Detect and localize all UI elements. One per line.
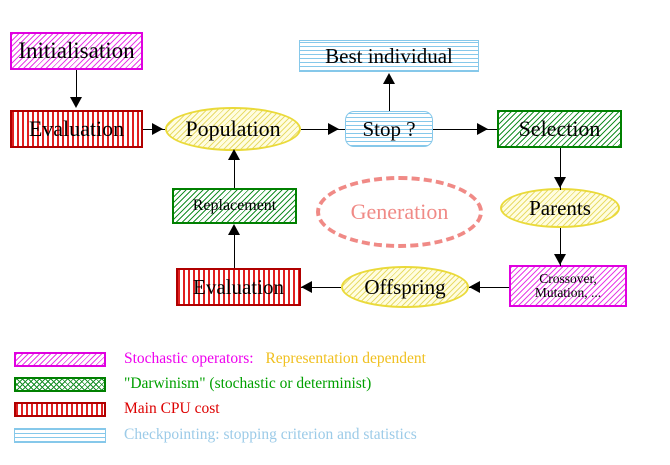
arrowhead-replacement-to-population xyxy=(228,149,240,160)
node-offspring[interactable]: Offspring xyxy=(341,266,469,308)
edge-offspring-to-evaluation xyxy=(301,287,341,288)
node-evaluation-bottom-label: Evaluation xyxy=(193,274,284,299)
arrowhead-parents-to-crossover xyxy=(554,254,566,265)
node-crossover-label-line2: Mutation, ... xyxy=(534,285,602,300)
legend-swatch-magenta-diagonal xyxy=(14,351,106,367)
edge-selection-to-parents xyxy=(560,148,561,190)
arrowhead-evaluation-to-population xyxy=(152,123,163,135)
edge-population-to-stop xyxy=(301,129,345,130)
node-offspring-label: Offspring xyxy=(364,274,446,299)
arrowhead-population-to-stop xyxy=(328,123,339,135)
edge-replacement-to-population xyxy=(234,151,235,188)
node-evaluation-bottom[interactable]: Evaluation xyxy=(176,268,301,306)
arrowhead-crossover-to-offspring xyxy=(469,281,480,293)
arrowhead-selection-to-parents xyxy=(554,177,566,188)
edge-initialisation-to-evaluation xyxy=(76,70,77,100)
node-population-label: Population xyxy=(185,116,281,142)
arrowhead-evaluation-to-replacement xyxy=(228,224,240,235)
arrowhead-stop-to-selection xyxy=(477,123,488,135)
legend-label-stochastic-operators-b: Representation dependent xyxy=(265,350,426,367)
node-stop-label: Stop ? xyxy=(362,116,416,141)
node-selection[interactable]: Selection xyxy=(497,110,622,148)
edge-crossover-to-offspring xyxy=(469,287,509,288)
node-population[interactable]: Population xyxy=(165,107,301,151)
legend-label-stochastic-operators: Stochastic operators: Representation dep… xyxy=(124,350,426,368)
edge-stop-to-best-individual xyxy=(389,75,390,111)
arrowhead-initialisation-to-evaluation xyxy=(70,97,82,108)
node-parents-label: Parents xyxy=(529,195,591,220)
legend-label-main-cpu-cost: Main CPU cost xyxy=(124,400,220,417)
node-replacement[interactable]: Replacement xyxy=(172,188,297,224)
legend-row-stochastic-operators: Stochastic operators: Representation dep… xyxy=(14,350,426,368)
edge-stop-to-selection xyxy=(433,129,497,130)
legend-row-checkpointing: Checkpointing: stopping criterion and st… xyxy=(14,426,417,444)
node-best-individual[interactable]: Best individual xyxy=(299,40,479,72)
node-initialisation[interactable]: Initialisation xyxy=(10,32,143,70)
legend-label-stochastic-operators-a: Stochastic operators: xyxy=(124,350,254,367)
node-selection-label: Selection xyxy=(518,116,601,142)
legend-label-checkpointing: Checkpointing: stopping criterion and st… xyxy=(124,426,417,443)
arrowhead-stop-to-best-individual xyxy=(383,73,395,84)
node-evaluation-top-label: Evaluation xyxy=(28,116,125,142)
legend-swatch-red-vertical xyxy=(14,401,106,417)
legend-label-darwinism: "Darwinism" (stochastic or determinist) xyxy=(124,375,372,392)
legend-swatch-blue-horizontal xyxy=(14,427,106,443)
node-parents[interactable]: Parents xyxy=(500,188,620,228)
legend-swatch-green-crosshatch xyxy=(14,376,106,392)
node-evaluation-top[interactable]: Evaluation xyxy=(10,110,143,148)
arrowhead-offspring-to-evaluation xyxy=(301,281,312,293)
node-best-individual-label: Best individual xyxy=(325,43,453,68)
node-replacement-label: Replacement xyxy=(192,196,277,214)
edge-evaluation-to-replacement xyxy=(234,226,235,268)
node-generation-label: Generation xyxy=(350,199,449,224)
edge-parents-to-crossover xyxy=(560,228,561,266)
node-crossover-label-line1: Crossover, xyxy=(539,270,597,286)
node-generation: Generation xyxy=(316,176,483,248)
legend-row-darwinism: "Darwinism" (stochastic or determinist) xyxy=(14,375,371,393)
legend-row-main-cpu-cost: Main CPU cost xyxy=(14,400,220,418)
node-crossover-mutation[interactable]: Crossover, Mutation, ... xyxy=(509,265,627,307)
node-initialisation-label: Initialisation xyxy=(18,37,135,63)
node-stop[interactable]: Stop ? xyxy=(345,111,433,147)
